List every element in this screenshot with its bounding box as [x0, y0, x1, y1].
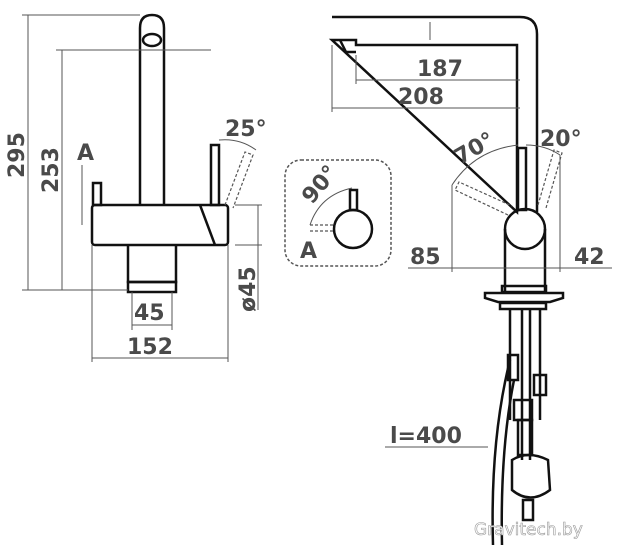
dimension-42: 42: [574, 245, 605, 270]
angle-20: 20°: [540, 127, 582, 152]
side-view-dimensions: [331, 22, 612, 448]
side-view-faucet: [328, 15, 565, 546]
angle-70: 70°: [451, 128, 500, 170]
angle-90: 90°: [297, 161, 343, 209]
watermark: Gravitech.by: [474, 520, 583, 540]
dimension-45: 45: [134, 301, 165, 326]
hose-length-label: l=400: [390, 424, 462, 449]
angle-25: 25°: [225, 117, 267, 142]
dimension-diameter-45: ø45: [236, 266, 261, 312]
dimension-85: 85: [410, 245, 441, 270]
front-view-faucet: [90, 13, 254, 294]
dimension-253: 253: [39, 147, 64, 193]
dimension-187: 187: [417, 57, 463, 82]
view-marker-a: A: [77, 141, 94, 166]
dimension-208: 208: [398, 85, 444, 110]
detail-view-marker-a: A: [300, 239, 317, 264]
dimension-295: 295: [5, 132, 30, 178]
dimension-152: 152: [127, 335, 173, 360]
front-view-dimensions: [22, 14, 262, 362]
detail-view-a: [284, 159, 392, 267]
